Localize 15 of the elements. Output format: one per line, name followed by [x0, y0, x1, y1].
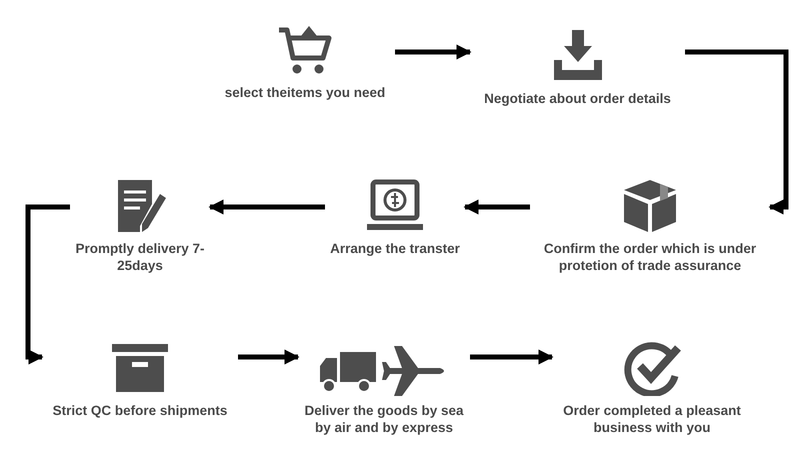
arrow [685, 50, 788, 214]
arrow [395, 44, 472, 60]
step-label: Promptly delivery 7-25days [74, 240, 206, 274]
arrow [238, 350, 300, 364]
step-label: Negotiate about order details [483, 90, 672, 107]
step-label: Arrange the transter [329, 240, 461, 257]
arrow [208, 200, 325, 214]
step-label: Confirm the order which is under protetion of trade assurance [542, 240, 758, 274]
arrow [26, 204, 70, 364]
step-label: select theitems you need [224, 84, 386, 101]
step-label: Order completed a pleasant business with you [562, 402, 742, 436]
arrow [470, 350, 554, 364]
step-label: Strict QC before shipments [52, 402, 228, 419]
step-label: Deliver the goods by sea by air and by express [303, 402, 465, 436]
arrow [464, 200, 530, 214]
